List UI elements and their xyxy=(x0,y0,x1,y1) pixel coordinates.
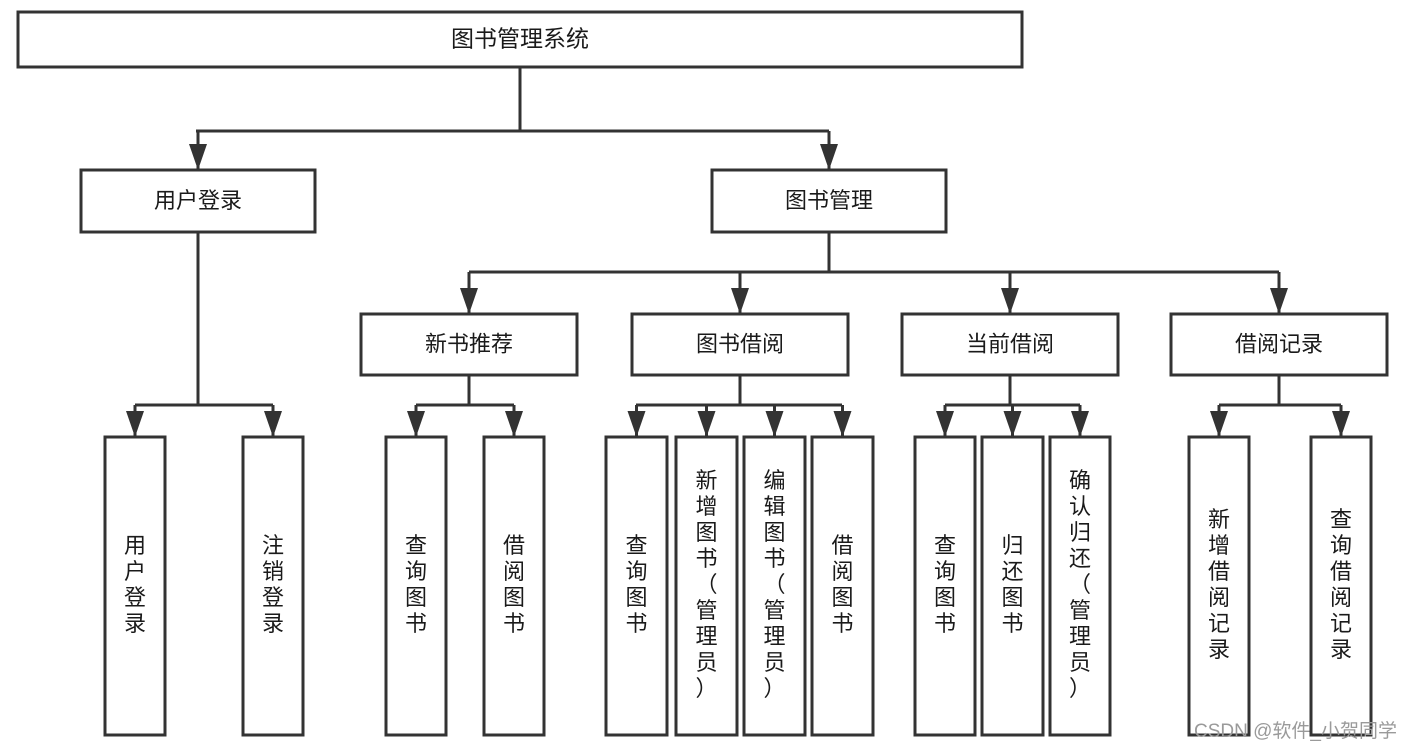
node-label-leaf-add-record: 新增借阅记录 xyxy=(1208,507,1230,662)
node-label-root: 图书管理系统 xyxy=(451,26,589,52)
node-label-leaf-query-book-3: 查询图书 xyxy=(934,533,956,636)
arrow-head-icon xyxy=(1332,411,1350,437)
node-label-user-login: 用户登录 xyxy=(154,188,242,213)
arrow-head-icon xyxy=(407,411,425,437)
arrow-head-icon xyxy=(189,144,207,170)
node-box-leaf-confirm-return[interactable] xyxy=(1048,435,1112,737)
node-new-book-recommend[interactable]: 新书推荐 xyxy=(359,312,579,377)
node-label-leaf-borrow-book-2: 借阅图书 xyxy=(831,533,853,636)
node-box-book-borrow[interactable] xyxy=(630,312,850,377)
arrow-head-icon xyxy=(505,411,523,437)
node-box-leaf-add-book[interactable] xyxy=(674,435,739,737)
node-leaf-borrow-book-1[interactable]: 借阅图书 xyxy=(482,435,546,737)
nodes-layer: 图书管理系统用户登录图书管理新书推荐图书借阅当前借阅借阅记录用户登录注销登录查询… xyxy=(16,10,1389,737)
node-label-current-borrow: 当前借阅 xyxy=(966,331,1054,356)
arrow-head-icon xyxy=(820,144,838,170)
node-box-borrow-record[interactable] xyxy=(1169,312,1389,377)
node-box-leaf-borrow-book-1[interactable] xyxy=(482,435,546,737)
node-label-leaf-user-logout: 注销登录 xyxy=(262,533,284,636)
node-borrow-record[interactable]: 借阅记录 xyxy=(1169,312,1389,377)
node-book-borrow[interactable]: 图书借阅 xyxy=(630,312,850,377)
node-current-borrow[interactable]: 当前借阅 xyxy=(900,312,1120,377)
connectors-layer xyxy=(126,67,1350,437)
node-leaf-query-book-1[interactable]: 查询图书 xyxy=(384,435,448,737)
node-box-leaf-user-logout[interactable] xyxy=(241,435,305,737)
node-label-leaf-return-book: 归还图书 xyxy=(1001,533,1023,636)
node-label-leaf-user-login: 用户登录 xyxy=(124,533,146,636)
arrow-head-icon xyxy=(731,288,749,314)
arrow-head-icon xyxy=(627,411,646,437)
node-root[interactable]: 图书管理系统 xyxy=(16,10,1024,69)
node-label-book-borrow: 图书借阅 xyxy=(696,331,784,356)
arrow-head-icon xyxy=(1001,288,1019,314)
arrow-head-icon xyxy=(765,411,784,437)
arrow-head-icon xyxy=(833,411,852,437)
arrow-head-icon xyxy=(126,411,144,437)
node-label-leaf-query-record: 查询借阅记录 xyxy=(1330,507,1352,662)
arrow-head-icon xyxy=(936,411,954,437)
node-leaf-borrow-book-2[interactable]: 借阅图书 xyxy=(810,435,875,737)
node-box-book-manage[interactable] xyxy=(710,168,948,234)
node-box-leaf-query-book-3[interactable] xyxy=(913,435,977,737)
node-leaf-query-book-2[interactable]: 查询图书 xyxy=(604,435,669,737)
node-box-leaf-query-book-1[interactable] xyxy=(384,435,448,737)
node-book-manage[interactable]: 图书管理 xyxy=(710,168,948,234)
node-leaf-return-book[interactable]: 归还图书 xyxy=(980,435,1045,737)
node-box-current-borrow[interactable] xyxy=(900,312,1120,377)
node-label-leaf-add-book: 新增图书（管理员） xyxy=(695,468,717,701)
node-box-leaf-user-login[interactable] xyxy=(103,435,167,737)
node-leaf-user-login[interactable]: 用户登录 xyxy=(103,435,167,737)
node-box-user-login[interactable] xyxy=(79,168,317,234)
arrow-head-icon xyxy=(460,288,478,314)
node-box-leaf-edit-book[interactable] xyxy=(742,435,807,737)
node-leaf-query-record[interactable]: 查询借阅记录 xyxy=(1309,435,1373,737)
arrow-head-icon xyxy=(1270,288,1288,314)
node-label-leaf-confirm-return: 确认归还（管理员） xyxy=(1069,468,1091,701)
node-box-new-book-recommend[interactable] xyxy=(359,312,579,377)
arrow-head-icon xyxy=(697,411,716,437)
node-box-leaf-borrow-book-2[interactable] xyxy=(810,435,875,737)
node-leaf-confirm-return[interactable]: 确认归还（管理员） xyxy=(1048,435,1112,737)
node-box-leaf-return-book[interactable] xyxy=(980,435,1045,737)
node-box-root[interactable] xyxy=(16,10,1024,69)
node-leaf-user-logout[interactable]: 注销登录 xyxy=(241,435,305,737)
node-user-login[interactable]: 用户登录 xyxy=(79,168,317,234)
node-leaf-add-record[interactable]: 新增借阅记录 xyxy=(1187,435,1251,737)
arrow-head-icon xyxy=(1071,411,1089,437)
node-label-leaf-borrow-book-1: 借阅图书 xyxy=(503,533,525,636)
node-leaf-edit-book[interactable]: 编辑图书（管理员） xyxy=(742,435,807,737)
node-box-leaf-query-book-2[interactable] xyxy=(604,435,669,737)
node-box-leaf-add-record[interactable] xyxy=(1187,435,1251,737)
node-label-leaf-query-book-2: 查询图书 xyxy=(625,533,647,636)
node-label-leaf-query-book-1: 查询图书 xyxy=(405,533,427,636)
arrow-head-icon xyxy=(264,411,282,437)
node-leaf-add-book[interactable]: 新增图书（管理员） xyxy=(674,435,739,737)
arrow-head-icon xyxy=(1210,411,1228,437)
arrow-head-icon xyxy=(1003,411,1022,437)
node-label-book-manage: 图书管理 xyxy=(785,188,873,213)
node-label-new-book-recommend: 新书推荐 xyxy=(425,331,513,356)
node-box-leaf-query-record[interactable] xyxy=(1309,435,1373,737)
node-label-borrow-record: 借阅记录 xyxy=(1235,331,1323,356)
node-label-leaf-edit-book: 编辑图书（管理员） xyxy=(763,468,785,701)
node-leaf-query-book-3[interactable]: 查询图书 xyxy=(913,435,977,737)
